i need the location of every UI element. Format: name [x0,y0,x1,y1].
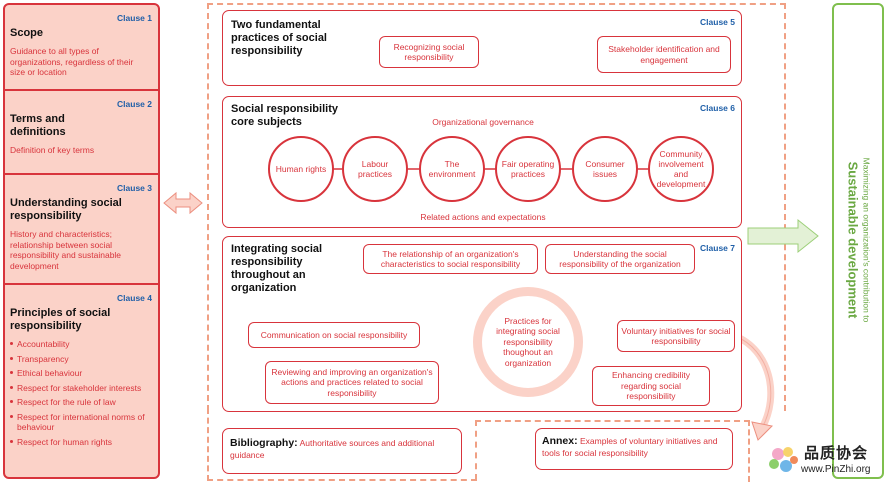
stakeholder-box: Stakeholder identification and engagemen… [597,36,731,73]
logo-url: www.PinZhi.org [801,464,871,475]
bibliography-title: Bibliography: [230,437,298,449]
principles-section: Clause 4 Principles of social responsibi… [5,285,158,481]
reviewing-box: Reviewing and improving an organization'… [265,361,439,404]
clause-4-label: Clause 4 [117,293,152,303]
dashed-frame [207,408,209,481]
bibliography-panel: Bibliography: Authoritative sources and … [222,428,462,474]
double-arrow-icon [163,191,203,215]
terms-section: Clause 2 Terms and definitions Definitio… [5,91,158,175]
integrating-title: Integrating social responsibility throug… [231,243,323,294]
clause-3-label: Clause 3 [117,183,152,193]
core-subject-circle: Fair operating practices [495,136,561,202]
understanding-section: Clause 3 Understanding social responsibi… [5,175,158,283]
understanding-desc: History and characteristics; relationshi… [10,229,122,271]
core-subject-circle: The environment [419,136,485,202]
core-subject-circle: Labour practices [342,136,408,202]
logo-name: 品质协会 [804,445,869,462]
list-item: Respect for international norms of behav… [10,412,147,432]
principles-list: Accountability Transparency Ethical beha… [10,339,153,447]
list-item: Respect for the rule of law [10,397,153,407]
dashed-frame [207,479,477,481]
divider [5,283,158,285]
principles-title: Principles of social responsibility [10,307,111,332]
curved-arrow-icon [733,332,775,441]
annex-title: Annex: [542,435,578,447]
dashed-frame [475,420,477,480]
governance-label: Organizational governance [432,117,534,127]
divider [5,89,158,91]
dashed-frame [475,420,750,422]
bibliography-desc: Authoritative sources and additional gui… [230,438,435,460]
annex-text: Annex: Examples of voluntary initiatives… [542,435,730,459]
scope-desc: Guidance to all types of organizations, … [10,46,134,77]
terms-desc: Definition of key terms [10,145,95,155]
list-item: Accountability [10,339,153,349]
divider [5,173,158,175]
clause-5-label: Clause 5 [700,17,735,27]
fundamental-practices-panel: Two fundamental practices of social resp… [222,10,742,86]
arrow-right-icon [747,218,819,254]
fundamental-title: Two fundamental practices of social resp… [231,19,327,57]
bibliography-text: Bibliography: Authoritative sources and … [230,437,455,461]
understanding-title: Understanding social responsibility [10,197,122,222]
list-item: Ethical behaviour [10,368,153,378]
clause-2-label: Clause 2 [117,99,152,109]
core-subject-circle: Community involvement and development [648,136,714,202]
annex-desc: Examples of voluntary initiatives and to… [542,436,718,458]
pinzhi-logo-icon [769,447,798,472]
list-item: Transparency [10,354,153,364]
annex-panel: Annex: Examples of voluntary initiatives… [535,428,733,470]
clause-6-label: Clause 6 [700,103,735,113]
scope-title: Scope [10,27,44,39]
core-subject-circle: Consumer issues [572,136,638,202]
core-title: Social responsibility core subjects [231,103,338,128]
credibility-box: Enhancing credibility regarding social r… [592,366,710,406]
practices-center-circle: Practices for integrating social respons… [473,287,583,397]
sustainable-title: Sustainable development [845,161,861,319]
dashed-frame [207,3,786,411]
clause-7-label: Clause 7 [700,243,735,253]
sustainable-subtitle: Maximizing an organization's contributio… [861,157,872,323]
sustainable-development-label: Maximizing an organization's contributio… [845,158,872,323]
scope-section: Clause 1 Scope Guidance to all types of … [5,5,158,89]
sustainable-development-box [832,3,884,479]
list-item: Respect for stakeholder interests [10,383,153,393]
communication-box: Communication on social responsibility [248,322,420,348]
related-label: Related actions and expectations [420,212,546,222]
core-subject-circle: Human rights [268,136,334,202]
terms-title: Terms and definitions [10,113,66,138]
recognizing-box: Recognizing social responsibility [379,36,479,68]
core-subjects-panel: Social responsibility core subjects Clau… [222,96,742,228]
voluntary-box: Voluntary initiatives for social respons… [617,320,735,352]
understanding-org-box: Understanding the social responsibility … [545,244,695,274]
relationship-box: The relationship of an organization's ch… [363,244,538,274]
clause-1-label: Clause 1 [117,13,152,23]
left-column: Clause 1 Scope Guidance to all types of … [3,3,160,479]
list-item: Respect for human rights [10,437,153,447]
dashed-frame [748,420,750,482]
